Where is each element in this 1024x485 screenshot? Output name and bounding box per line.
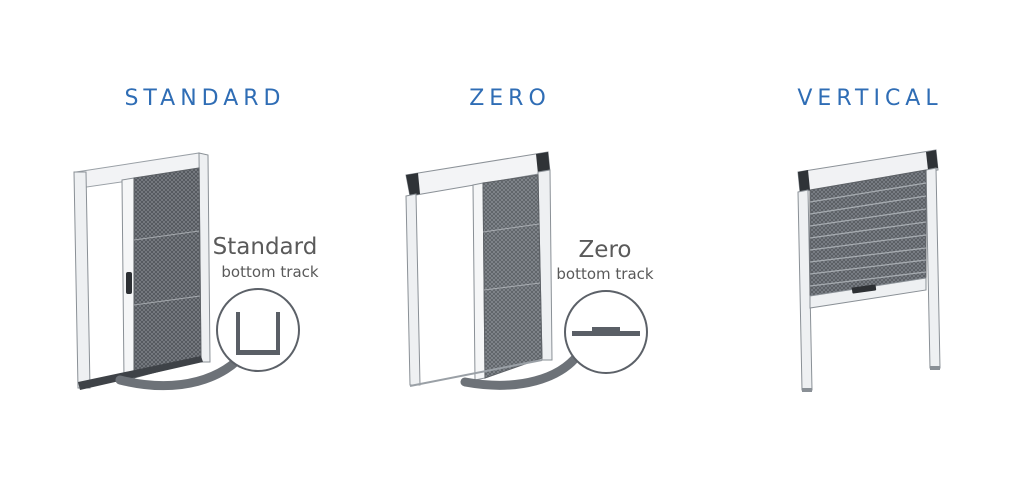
- zero-track-profile-icon: [572, 327, 640, 336]
- zero-title: ZERO: [469, 86, 551, 111]
- standard-track-profile-icon: [236, 312, 280, 355]
- zero-door-illustration: [405, 151, 648, 390]
- zero-panel: ZERO Zero bottom track: [340, 0, 680, 485]
- standard-track-sub: bottom track: [221, 263, 319, 281]
- standard-door-illustration: [73, 152, 300, 391]
- standard-panel: STANDARD Standard bottom track: [0, 0, 340, 485]
- vertical-panel: VERTICAL: [680, 0, 1024, 485]
- standard-title: STANDARD: [124, 86, 286, 111]
- standard-track-name: Standard: [212, 234, 318, 260]
- zero-track-name: Zero: [578, 237, 632, 263]
- zero-track-sub: bottom track: [556, 265, 654, 283]
- vertical-title: VERTICAL: [797, 86, 943, 111]
- vertical-window-illustration: [797, 149, 941, 392]
